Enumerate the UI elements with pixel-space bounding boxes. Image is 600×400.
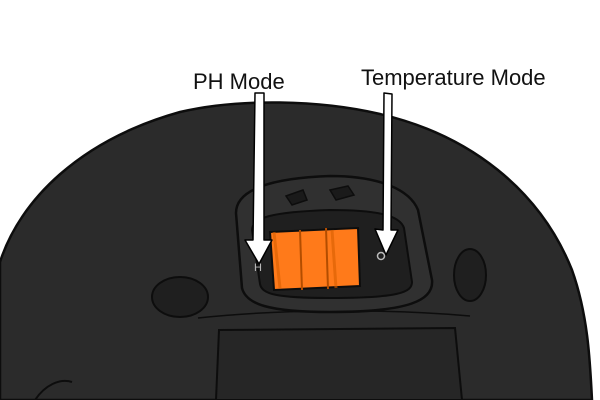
ph-mode-mark: H (254, 262, 262, 274)
left-grip-bump (151, 276, 209, 318)
lower-left-edge (34, 380, 73, 400)
temperature-mode-label: Temperature Mode (361, 65, 546, 90)
temperature-mode-arrow (374, 92, 399, 256)
ph-mode-label: PH Mode (193, 69, 285, 94)
right-grip-bump (453, 248, 487, 302)
mode-slider-switch[interactable] (268, 226, 362, 292)
display-recess (214, 326, 464, 400)
indicator-notch-left (284, 189, 308, 206)
ph-mode-arrow (244, 92, 273, 265)
temperature-mode-mark (376, 251, 386, 261)
indicator-notch-right (328, 185, 356, 201)
